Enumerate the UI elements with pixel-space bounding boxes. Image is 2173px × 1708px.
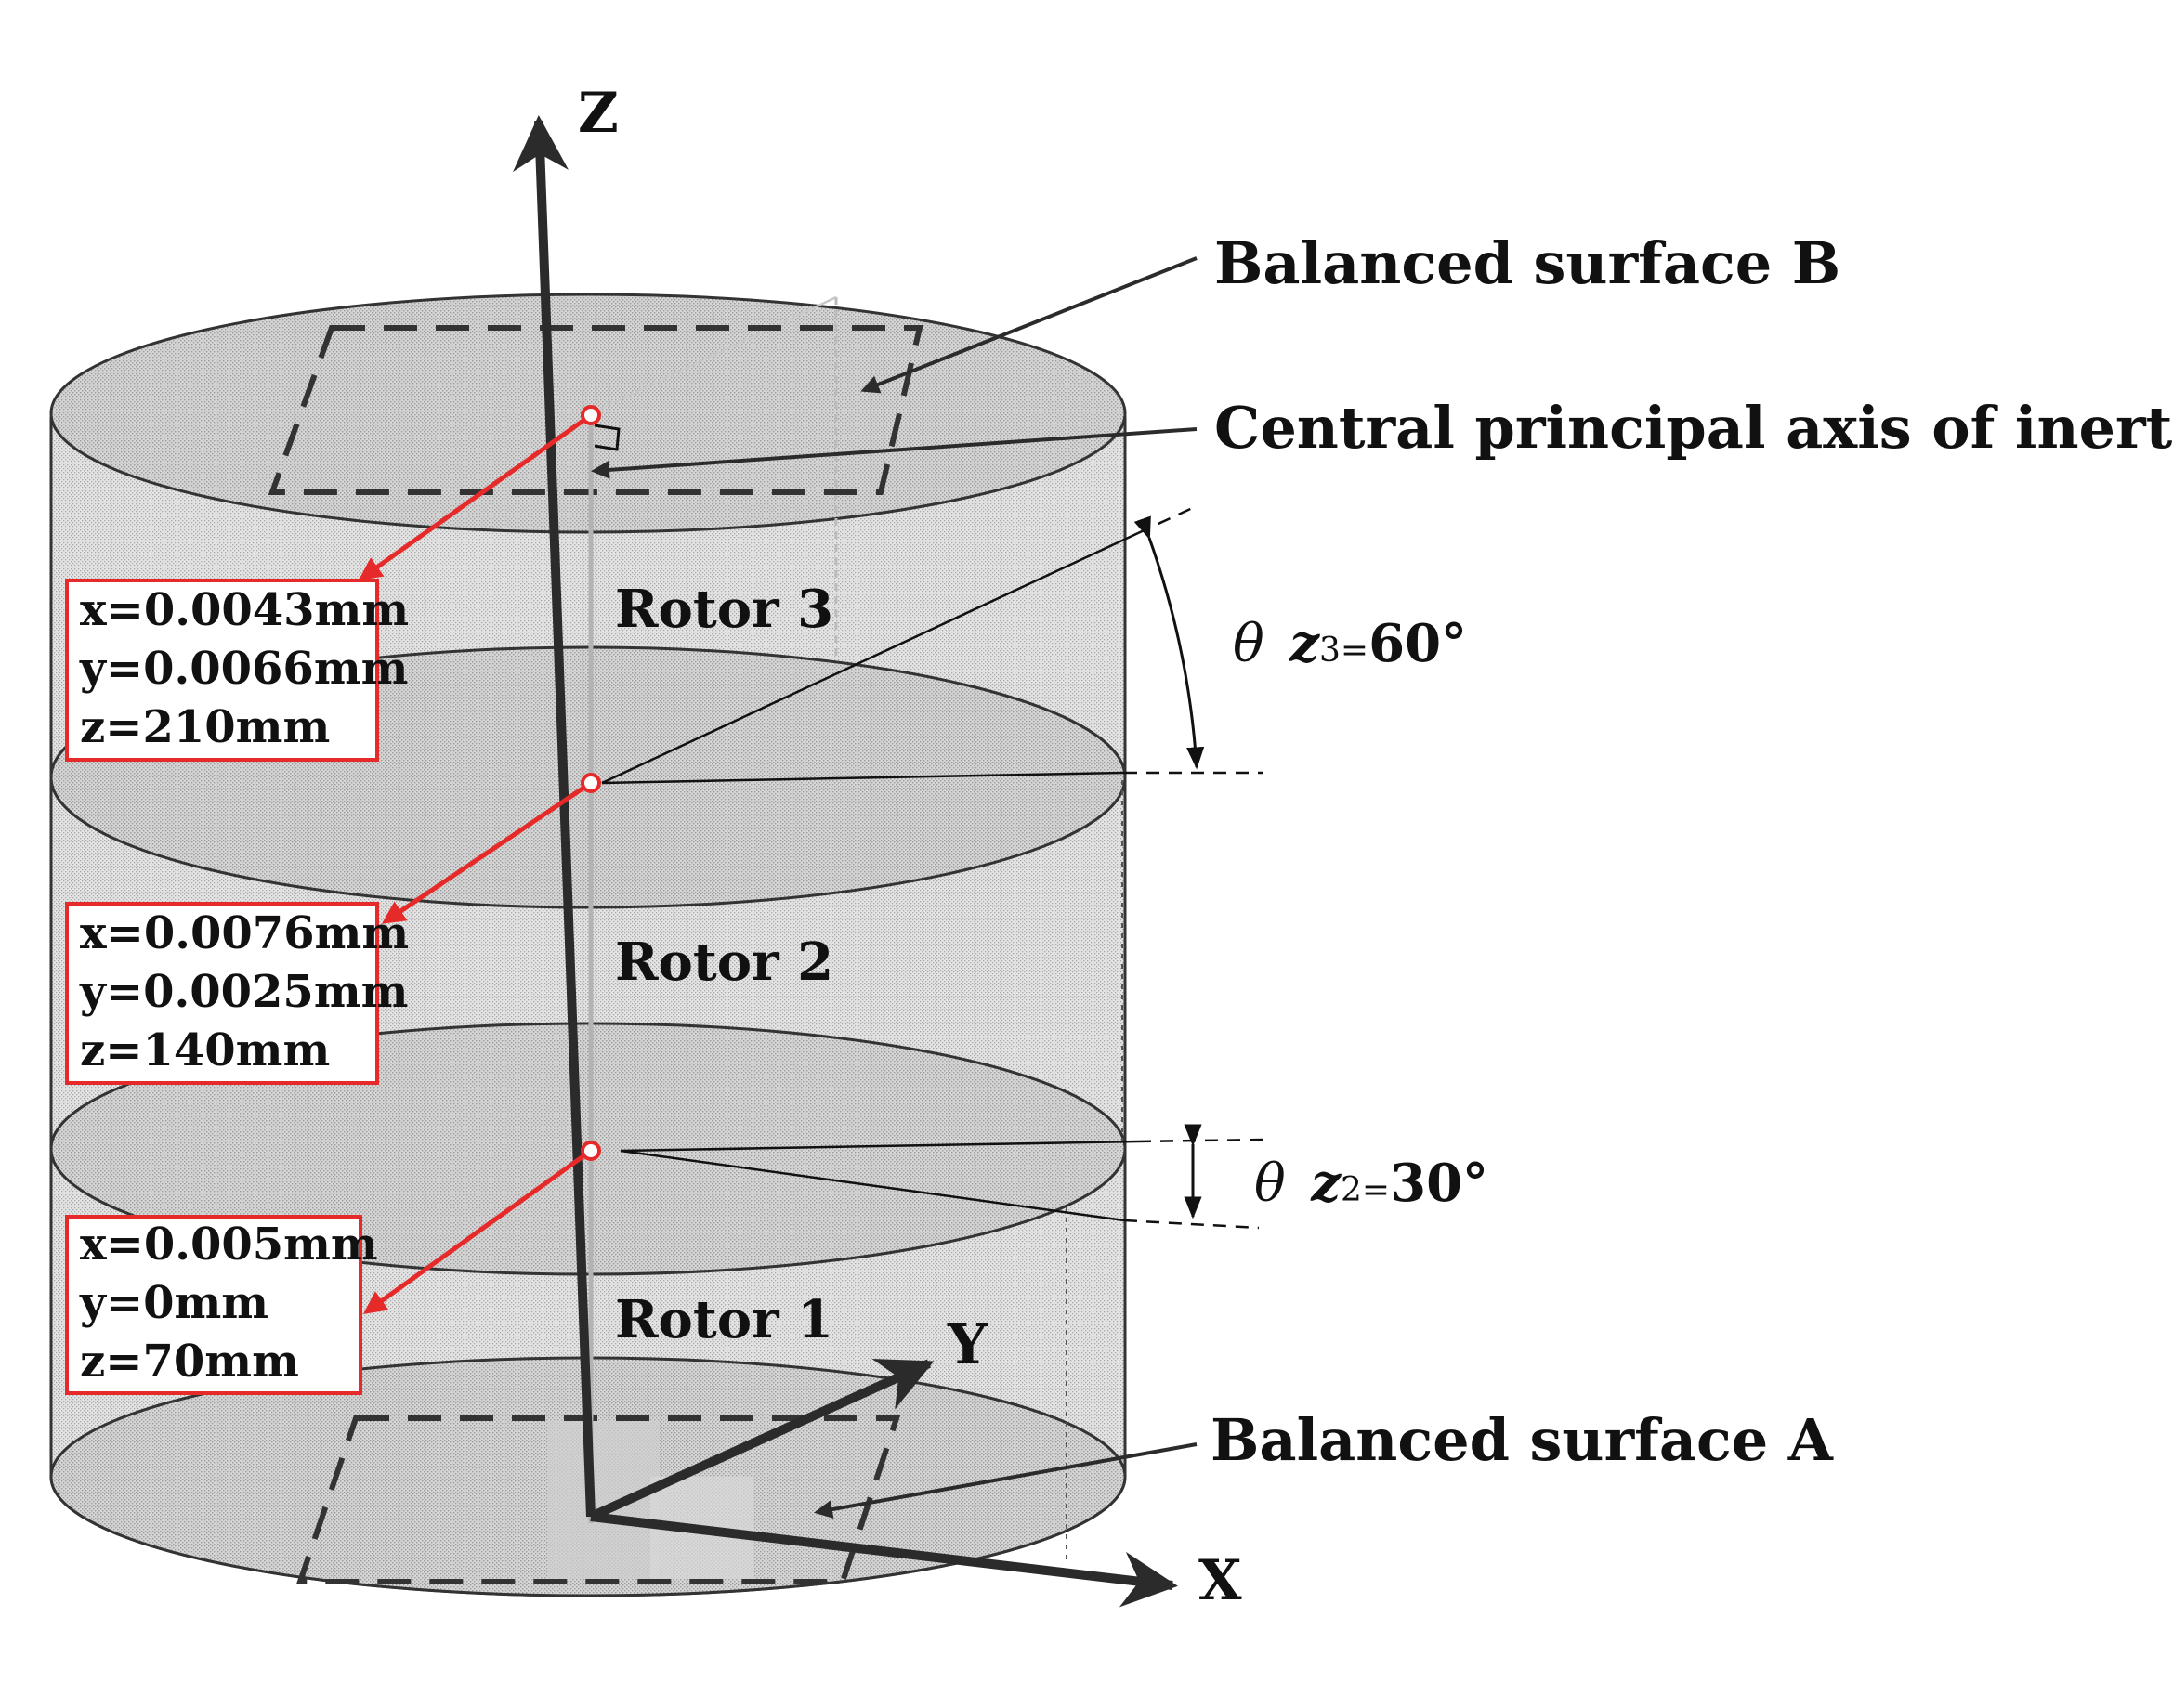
y-axis-label: Y (947, 1312, 988, 1377)
theta-z3-label: θ z3=60° (1233, 613, 1467, 674)
base-shade (548, 1421, 660, 1579)
coord-x-rotor3: x=0.0043mm (80, 584, 409, 636)
coord-box-rotor3: x=0.0043mm y=0.0066mm z=210mm (65, 579, 409, 762)
x-axis (590, 1512, 1178, 1608)
y-axis (588, 1358, 935, 1521)
z-axis (513, 115, 596, 1518)
angle-lines (601, 503, 1264, 1230)
red-arrow-rotor2 (381, 780, 593, 924)
mass-center-rotor1 (581, 1141, 601, 1161)
theta-z2-label: θ z2=30° (1254, 1153, 1488, 1214)
mass-center-rotor2 (581, 773, 601, 793)
coord-box-rotor2: x=0.0076mm y=0.0025mm z=140mm (65, 902, 409, 1085)
mass-center-rotor3 (581, 405, 601, 425)
right-angle-mark (594, 424, 621, 451)
rotor-1-label: Rotor 1 (615, 1289, 833, 1350)
angle-arc-60 (1133, 515, 1205, 770)
balanced-surface-b-outline (268, 325, 923, 495)
coord-z-rotor2: z=140mm (80, 1024, 330, 1076)
balanced-surface-a-label: Balanced surface A (1211, 1406, 1834, 1474)
coord-y-rotor3: y=0.0066mm (79, 643, 408, 695)
coord-box-rotor1: x=0.005mm y=0mm z=70mm (65, 1215, 378, 1395)
coord-y-rotor1: y=0mm (79, 1277, 268, 1329)
coord-x-rotor2: x=0.0076mm (80, 907, 409, 959)
red-arrow-rotor3 (358, 412, 593, 580)
hidden-lines (590, 295, 1123, 1560)
coord-z-rotor3: z=210mm (80, 701, 330, 753)
coord-x-rotor1: x=0.005mm (80, 1219, 378, 1271)
mass-center-markers (358, 405, 601, 1314)
rotor-2-label: Rotor 2 (615, 932, 833, 993)
rotor-3-label: Rotor 3 (615, 579, 833, 640)
leader-central-axis (591, 427, 1198, 479)
red-arrow-rotor1 (362, 1148, 593, 1314)
balanced-surface-b-label: Balanced surface B (1214, 229, 1840, 297)
x-axis-label: X (1198, 1548, 1242, 1613)
leader-balanced-surface-b (860, 256, 1198, 394)
z-axis-label: Z (578, 81, 619, 146)
coord-z-rotor1: z=70mm (80, 1336, 299, 1388)
leader-balanced-surface-a (814, 1442, 1198, 1519)
balanced-surface-a-outline (295, 1415, 901, 1584)
central-axis-label: Central principal axis of inertia (1214, 394, 2173, 462)
coord-y-rotor2: y=0.0025mm (79, 966, 408, 1018)
